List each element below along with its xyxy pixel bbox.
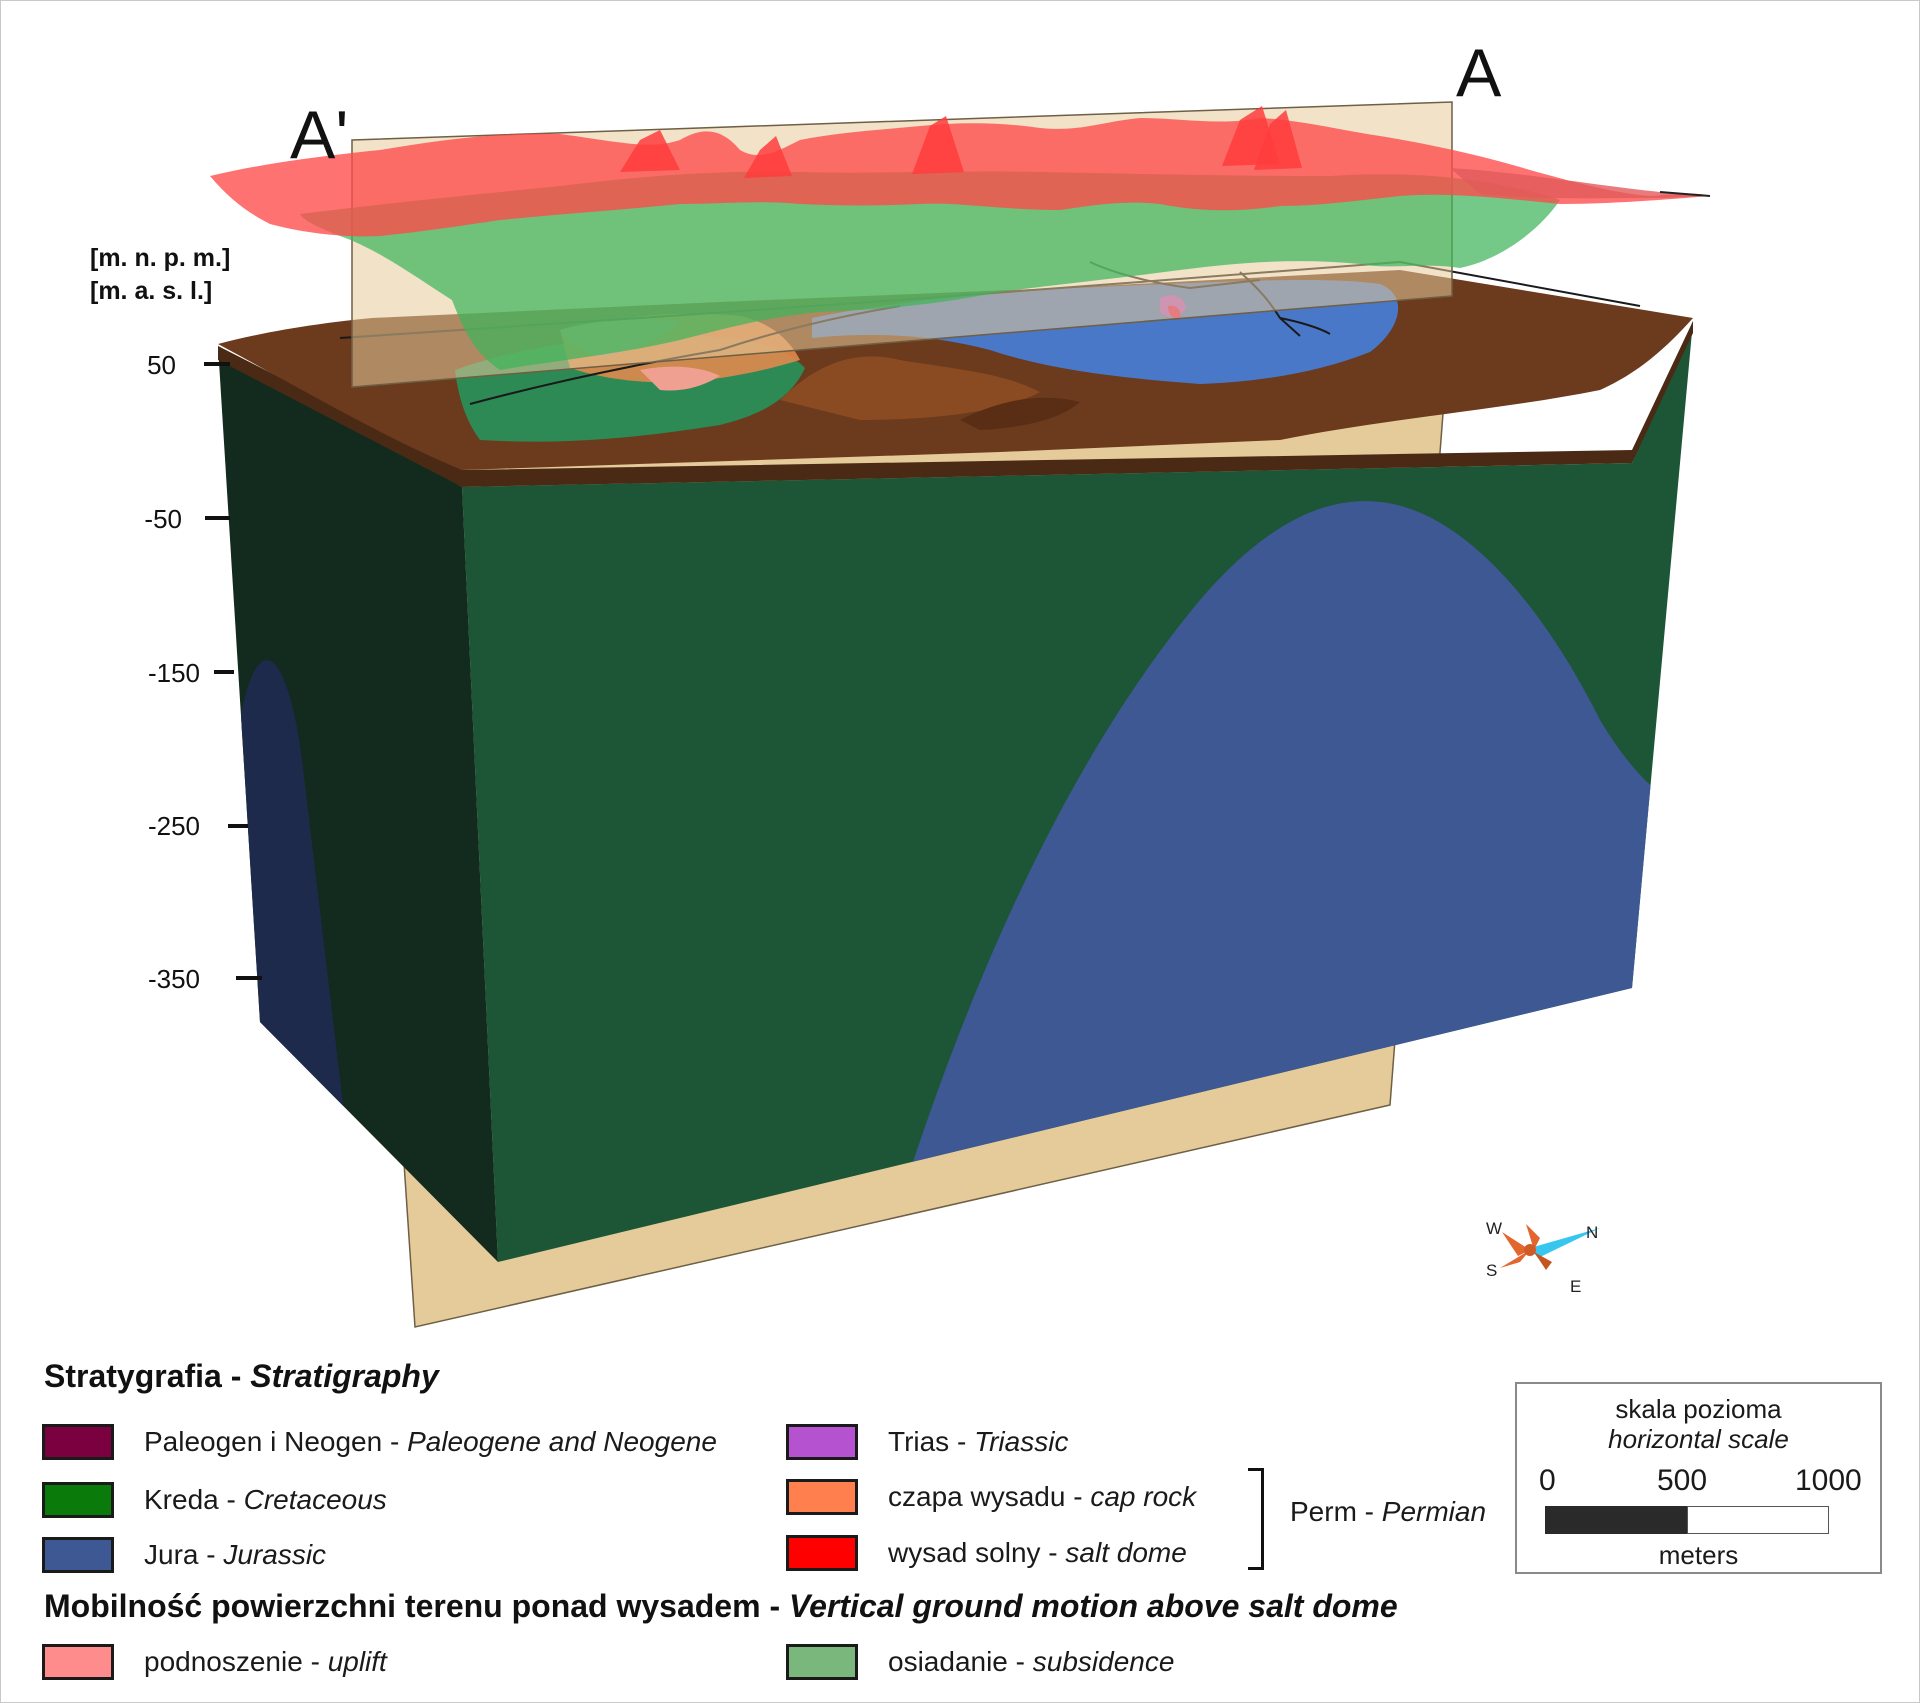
legend-text-uplift: podnoszenie - uplift	[144, 1646, 387, 1677]
terrain-ridge-2	[960, 397, 1080, 430]
legend-item-triassic: Trias - Triassic	[786, 1422, 1068, 1462]
legend-text-paleogene-neogene: Paleogen i Neogen - Paleogene and Neogen…	[144, 1426, 717, 1457]
legend-item-cap-rock: czapa wysadu - cap rock	[786, 1477, 1196, 1517]
surface-profile-line	[1659, 191, 1711, 197]
scale-label-0: 0	[1539, 1464, 1556, 1497]
scale-label-1000: 1000	[1795, 1464, 1862, 1497]
scale-bar-white-segment	[1687, 1506, 1829, 1534]
cap-rock-zone-pink	[640, 366, 720, 391]
legend-text-permian: Perm - Permian	[1290, 1496, 1487, 1527]
uplift-peaks	[620, 106, 1302, 178]
axis-unit-en: [m. a. s. l.]	[90, 277, 213, 305]
legend-title-stratigraphy: Stratygrafia - Stratigraphy	[44, 1358, 439, 1395]
tick-label-minus350: -350	[147, 964, 200, 994]
axis-unit-pl: [m. n. p. m.]	[90, 244, 231, 272]
compass-w: W	[1486, 1219, 1502, 1238]
tick-label-50: 50	[147, 350, 176, 380]
legend-item-paleogene-neogene: Paleogen i Neogen - Paleogene and Neogen…	[42, 1422, 717, 1462]
legend-title-ground-motion-pl: Mobilność powierzchni terenu ponad wysad…	[44, 1588, 781, 1624]
front-face-jurassic-dome	[912, 501, 1693, 1180]
tick-label-minus50: -50	[144, 504, 182, 534]
scale-bar-black-segment	[1545, 1506, 1687, 1534]
legend-title-stratigraphy-pl: Stratygrafia -	[44, 1358, 242, 1394]
legend-item-salt-dome: wysad solny - salt dome	[786, 1533, 1187, 1573]
section-label-left: A'	[290, 97, 349, 173]
uplift-far-edge	[1450, 168, 1710, 199]
legend-item-subsidence: osiadanie - subsidence	[786, 1642, 1174, 1682]
swatch-triassic	[786, 1424, 858, 1460]
legend-text-jurassic: Jura - Jurassic	[144, 1539, 327, 1570]
legend-title-stratigraphy-en: Stratigraphy	[250, 1358, 439, 1394]
legend-text-triassic: Trias - Triassic	[888, 1426, 1069, 1457]
swatch-jurassic	[42, 1537, 114, 1573]
compass-rose	[1500, 1224, 1600, 1286]
depth-axis	[204, 362, 262, 980]
swatch-uplift	[42, 1644, 114, 1680]
legend-text-subsidence: osiadanie - subsidence	[888, 1646, 1175, 1677]
legend-title-ground-motion-en: Vertical ground motion above salt dome	[788, 1588, 1398, 1624]
compass-n: N	[1586, 1223, 1598, 1242]
swatch-cap-rock	[786, 1479, 858, 1515]
legend-item-uplift: podnoszenie - uplift	[42, 1642, 387, 1682]
legend-text-salt-dome: wysad solny - salt dome	[888, 1537, 1187, 1568]
legend-title-ground-motion: Mobilność powierzchni terenu ponad wysad…	[44, 1588, 1398, 1625]
swatch-paleogene-neogene	[42, 1424, 114, 1460]
legend-text-cretaceous: Kreda - Cretaceous	[144, 1484, 387, 1515]
legend-item-cretaceous: Kreda - Cretaceous	[42, 1480, 387, 1520]
swatch-cretaceous	[42, 1482, 114, 1518]
terrain-ridge	[780, 356, 1040, 420]
scale-title-pl: skala pozioma	[1615, 1394, 1782, 1424]
compass-s: S	[1486, 1261, 1497, 1280]
compass-e: E	[1570, 1277, 1581, 1296]
subsidence-surface	[300, 171, 1560, 370]
permian-bracket	[1248, 1468, 1264, 1570]
scale-label-500: 500	[1657, 1464, 1708, 1497]
section-label-right: A	[1456, 35, 1502, 111]
tick-label-minus150: -150	[147, 658, 200, 688]
scale-title-en: horizontal scale	[1608, 1424, 1789, 1454]
scale-unit: meters	[1658, 1540, 1739, 1570]
swatch-subsidence	[786, 1644, 858, 1680]
scale-bar-box: skala pozioma horizontal scale 0 500 100…	[1515, 1382, 1882, 1574]
tick-label-minus250: -250	[147, 811, 200, 841]
legend-item-jurassic: Jura - Jurassic	[42, 1535, 326, 1575]
uplift-surface	[210, 118, 1710, 237]
legend-text-cap-rock: czapa wysadu - cap rock	[888, 1481, 1197, 1512]
swatch-salt-dome	[786, 1535, 858, 1571]
